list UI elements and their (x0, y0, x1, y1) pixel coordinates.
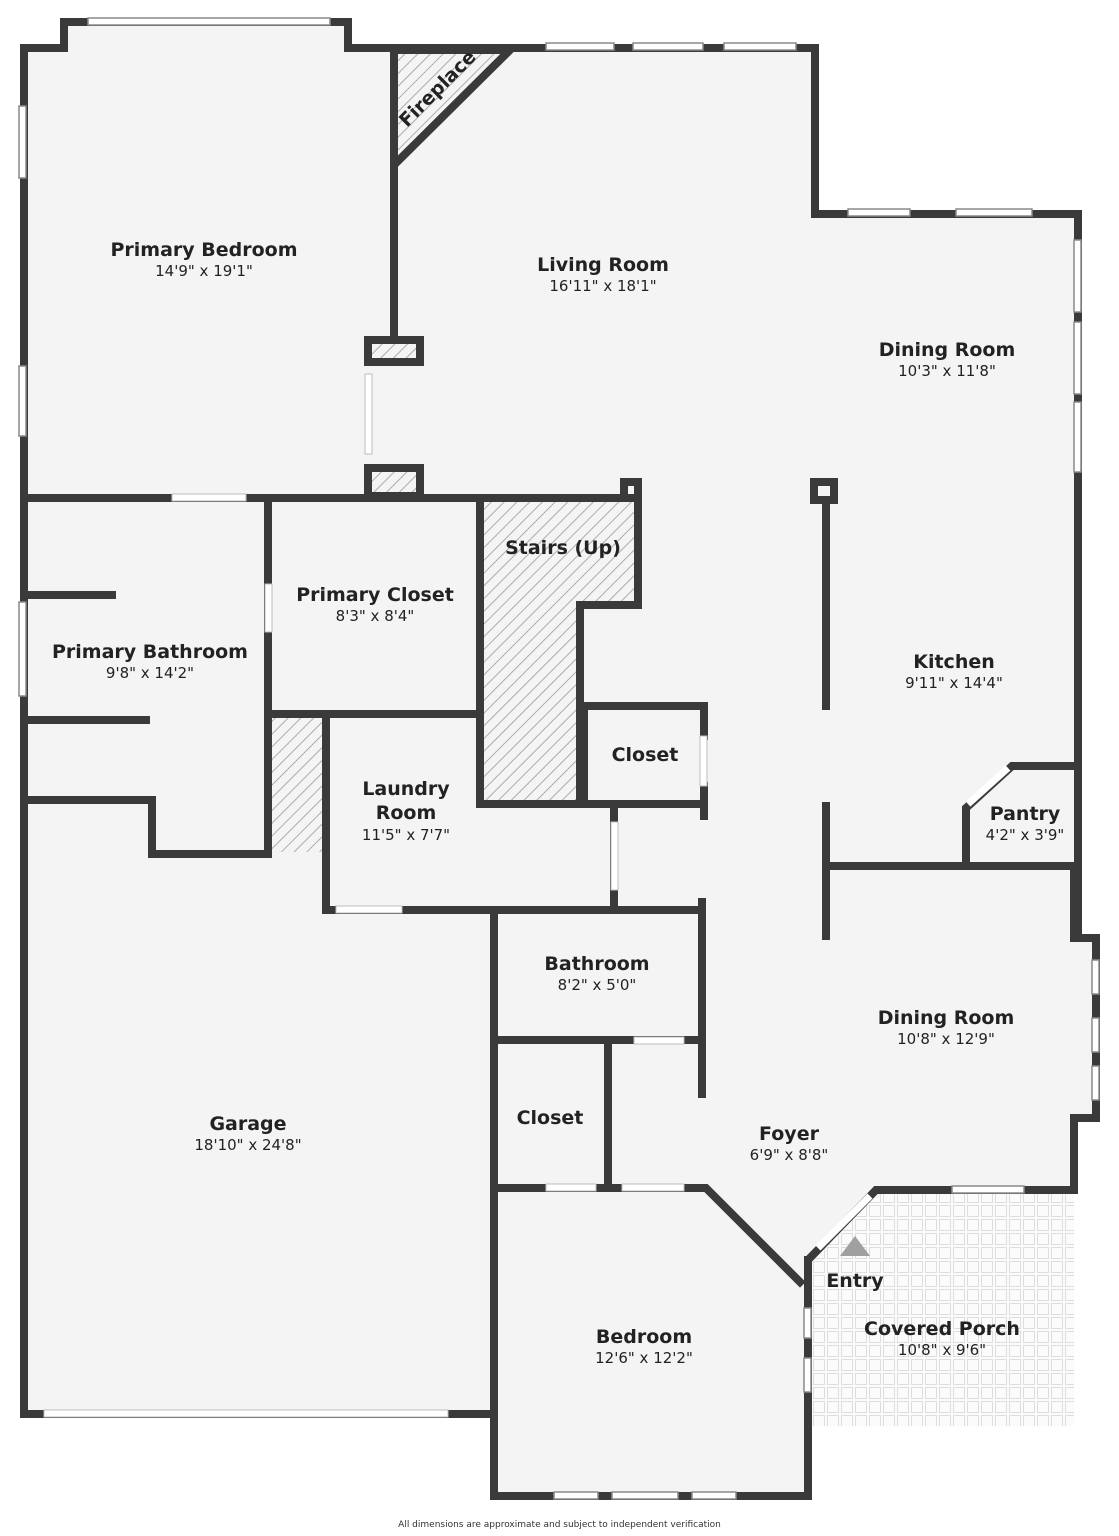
bedroom-name: Bedroom (596, 1326, 692, 1348)
window-bedroom-bottom-1 (553, 1491, 599, 1500)
stairs-hatch (484, 500, 638, 802)
dining-room-upper-name: Dining Room (879, 339, 1016, 361)
living-room-dim: 16'11" x 18'1" (549, 277, 656, 295)
door-garage-laundry (335, 905, 403, 914)
door-bathroom (633, 1036, 685, 1045)
living-room-name: Living Room (537, 254, 669, 276)
bathroom-name: Bathroom (544, 953, 649, 975)
window-dining-top-2 (955, 208, 1033, 217)
window-bedroom-right-2 (803, 1357, 812, 1393)
laundry-room-dim: 11'5" x 7'7" (362, 826, 450, 844)
covered-porch-name: Covered Porch (864, 1318, 1020, 1340)
pantry-dim: 4'2" x 3'9" (986, 826, 1065, 844)
foyer-name: Foyer (759, 1123, 820, 1145)
window-dining-right-1 (1073, 239, 1082, 313)
column-hatch-lower (368, 470, 418, 496)
laundry-room-name-line2: Room (376, 802, 437, 824)
door-primary-bathroom-top (171, 493, 247, 502)
door-bedroom-2 (621, 1183, 685, 1192)
doorways (43, 373, 1011, 1418)
window-living-top-1 (545, 42, 615, 51)
window-living-top-2 (632, 42, 704, 51)
covered-porch-floor (812, 1190, 1074, 1426)
windows (18, 17, 1100, 1500)
window-dining-right-3 (1073, 401, 1082, 473)
floor-areas (24, 22, 1096, 1496)
column-hatch-upper (368, 340, 420, 362)
foyer-dim: 6'9" x 8'8" (750, 1146, 829, 1164)
garage-door (43, 1409, 449, 1418)
dining-room-lower-dim: 10'8" x 12'9" (897, 1030, 995, 1048)
door-entry (815, 1193, 873, 1251)
window-living-top-3 (723, 42, 797, 51)
dining-room-lower-name: Dining Room (878, 1007, 1015, 1029)
walls (20, 18, 1100, 1500)
primary-bathroom-name: Primary Bathroom (52, 641, 248, 663)
laundry-cabinet-hatch (270, 716, 325, 852)
pantry-name: Pantry (990, 803, 1061, 825)
closet-foyer-name: Closet (517, 1107, 584, 1129)
entry-marker-icon (840, 1236, 870, 1256)
kitchen-name: Kitchen (913, 651, 995, 673)
window-primary-bedroom-left-1 (18, 105, 27, 179)
garage-dim: 18'10" x 24'8" (194, 1136, 301, 1154)
disclaimer-note: All dimensions are approximate and subje… (398, 1520, 721, 1530)
primary-bathroom-dim: 9'8" x 14'2" (106, 664, 194, 682)
window-dining-lower-right-1 (1091, 959, 1100, 995)
bedroom-dim: 12'6" x 12'2" (595, 1349, 693, 1367)
window-dining-right-2 (1073, 321, 1082, 395)
laundry-room-name-line1: Laundry (362, 778, 450, 800)
primary-bedroom-dim: 14'9" x 19'1" (155, 262, 253, 280)
window-primary-bedroom-left-2 (18, 365, 27, 437)
entry-name: Entry (826, 1270, 884, 1292)
stairs-name: Stairs (Up) (505, 537, 621, 559)
bathroom-dim: 8'2" x 5'0" (558, 976, 637, 994)
kitchen-dim: 9'11" x 14'4" (905, 674, 1003, 692)
door-bedroom-1 (545, 1183, 597, 1192)
window-primary-bedroom-top (87, 17, 331, 26)
primary-closet-name: Primary Closet (296, 584, 454, 606)
closet-hall-name: Closet (612, 744, 679, 766)
primary-bedroom-name: Primary Bedroom (110, 239, 297, 261)
window-bedroom-bottom-2 (611, 1491, 679, 1500)
window-dining-lower-right-2 (1091, 1017, 1100, 1053)
room-labels: Primary Bedroom 14'9" x 19'1" Living Roo… (52, 239, 1064, 1367)
door-laundry-hall (610, 821, 619, 891)
window-dining-lower-right-3 (1091, 1065, 1100, 1101)
window-bedroom-right-1 (803, 1307, 812, 1339)
door-primary-bedroom-living (364, 373, 373, 455)
covered-porch-dim: 10'8" x 9'6" (898, 1341, 986, 1359)
door-primary-closet (264, 583, 273, 633)
dining-room-upper-dim: 10'3" x 11'8" (898, 362, 996, 380)
window-porch-top (951, 1185, 1025, 1194)
garage-name: Garage (209, 1113, 286, 1135)
window-dining-top-1 (847, 208, 911, 217)
primary-closet-dim: 8'3" x 8'4" (336, 607, 415, 625)
window-bedroom-bottom-3 (691, 1491, 737, 1500)
door-hall-closet (699, 735, 708, 787)
window-bath-left (18, 601, 27, 697)
door-pantry (965, 765, 1011, 807)
